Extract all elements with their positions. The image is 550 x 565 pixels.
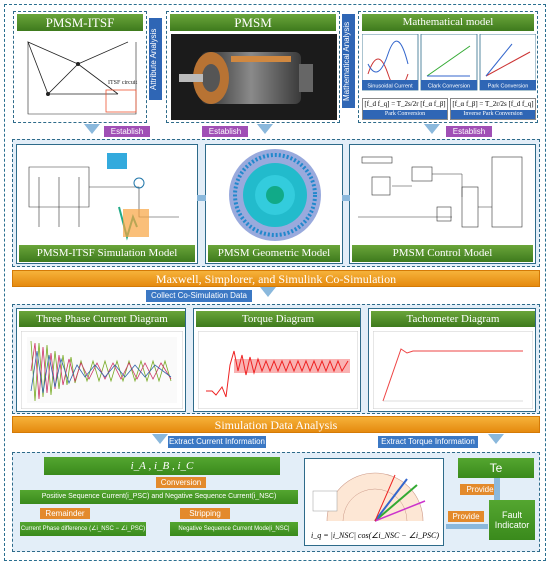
itsf-panel: PMSM-ITSF ITSF circuit [13,11,147,123]
analysis-bar: Simulation Data Analysis [12,416,540,433]
te-box: Te [458,458,534,478]
park-formula: [f_d f_q] = T_2s/2r [f_α f_β] Park Conve… [362,98,448,120]
tacho-plot [373,331,533,409]
arrow-down-3 [424,124,440,134]
establish-tag-2: Establish [202,126,248,137]
arrow-down-4 [260,287,276,297]
attribute-analysis-label: Attribute Analysis [149,18,162,100]
provide-tag-2: Provide [448,511,484,522]
conversion-tag: Conversion [156,477,206,488]
arrow-te-down [494,478,500,500]
pos-neg-box: Positive Sequence Current(i_PSC) and Neg… [20,490,298,504]
provide-tag-1: Provide [460,484,500,495]
phase-diff-box: Current Phase difference (∠i_NSC − ∠i_PS… [20,522,146,536]
tacho-diagram-title: Tachometer Diagram [371,311,535,327]
fault-indicator-box: Fault Indicator [489,500,535,540]
arrow-down-2 [257,124,273,134]
extract-torque-label: Extract Torque Information [378,436,478,448]
neg-mod-box: Negative Sequence Current Mode|i_NSC| [170,522,298,536]
torque-plot [198,331,358,409]
motor-image [171,34,337,120]
ctrl-model-box: PMSM Control Model [349,144,536,264]
math-model-title: Mathematical model [362,14,534,31]
pmsm-title: PMSM [170,14,336,31]
sim-model-box: PMSM-ITSF Simulation Model [16,144,198,264]
arrow-to-fault [446,524,488,529]
itsf-title: PMSM-ITSF [17,14,143,31]
tacho-diagram-box: Tachometer Diagram [368,308,536,412]
remainder-tag: Remainder [40,508,90,519]
cosim-bar: Maxwell, Simplorer, and Simulink Co-Simu… [12,270,540,287]
mathematical-analysis-label: Mathematical Analysis [342,14,355,108]
currents-text: i_A , i_B , i_C [130,460,194,472]
pmsm-panel: PMSM [166,11,340,123]
math-model-panel: Mathematical model Sinusoidal Current Cl… [358,11,538,123]
arrow-down-5 [152,434,168,444]
itsf-circuit-label: ITSF circuit [108,80,137,86]
current-plot [21,331,183,409]
sim-model-title: PMSM-ITSF Simulation Model [19,245,195,262]
fault-indicator-label: Fault Indicator [494,510,530,530]
phasor-box: i_q = |i_NSC| cos(∠i_NSC − ∠i_PSC) [304,458,444,546]
arrow-down-6 [488,434,504,444]
current-diagram-title: Three Phase Current Diagram [19,311,185,327]
phasor-plot [312,472,426,522]
establish-tag-3: Establish [446,126,492,137]
ctrl-model-title: PMSM Control Model [352,245,533,262]
park-conversion-label: Park Conversion [488,84,529,90]
outer-frame [4,4,546,561]
math-graphs: Sinusoidal Current Clark Conversion Park… [362,34,536,91]
arrow-sim-geo [197,195,206,201]
sinusoidal-current-label: Sinusoidal Current [367,84,413,90]
arrow-geo-ctrl [342,195,350,201]
current-diagram-box: Three Phase Current Diagram [16,308,186,412]
park-conversion-caption: Park Conversion [363,110,447,119]
itsf-circuit-diagram: ITSF circuit [18,34,144,120]
torque-diagram-title: Torque Diagram [196,311,360,327]
sim-model-schematic [28,153,179,241]
clark-conversion-label: Clark Conversion [428,84,470,90]
currents-box: i_A , i_B , i_C [44,457,280,475]
inverse-park-caption: Inverse Park Conversion [451,110,535,119]
stripping-tag: Stripping [180,508,230,519]
extract-current-label: Extract Current Information [168,436,266,448]
inverse-park-formula: [f_α f_β] = T_2r/2s [f_d f_q] Inverse Pa… [450,98,536,120]
geo-model-title: PMSM Geometric Model [208,245,340,262]
geo-model-drawing [229,149,321,241]
ctrl-model-diagram [358,156,523,228]
arrow-down-1 [84,124,100,134]
torque-diagram-box: Torque Diagram [193,308,361,412]
establish-tag-1: Establish [104,126,150,137]
iq-formula: i_q = |i_NSC| cos(∠i_NSC − ∠i_PSC) [311,531,439,540]
collect-data-label: Collect Co-Simulation Data [146,290,252,302]
geo-model-box: PMSM Geometric Model [205,144,343,264]
